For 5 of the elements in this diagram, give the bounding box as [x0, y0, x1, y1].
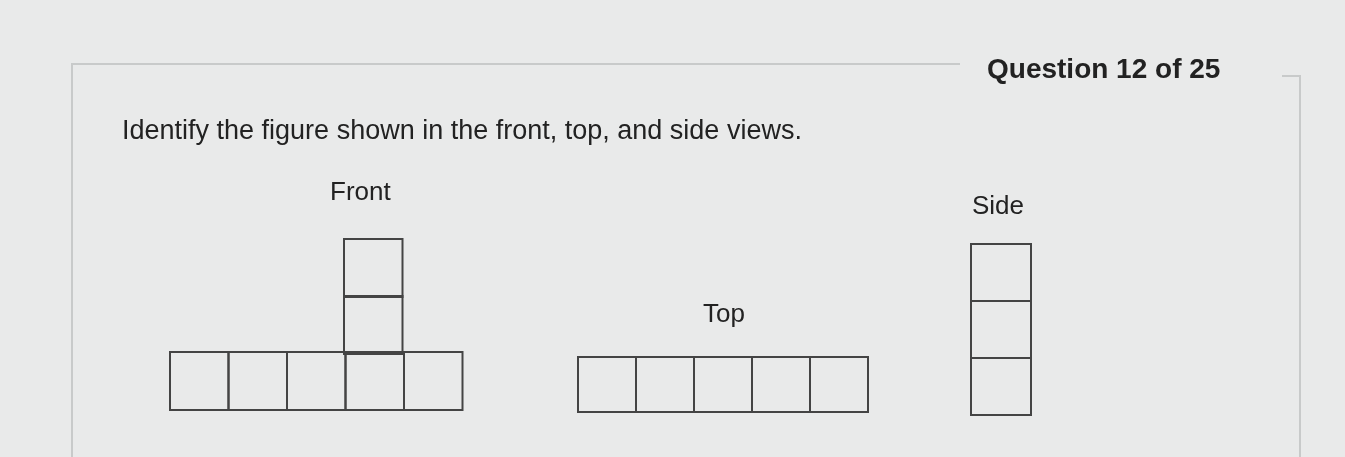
- view-label: Top: [703, 298, 745, 329]
- question-text: Identify the figure shown in the front, top, and side views.: [122, 115, 802, 146]
- view-label: Side: [972, 190, 1025, 221]
- view-label: Front: [330, 176, 391, 207]
- question-number: Question 12 of 25: [987, 53, 1221, 85]
